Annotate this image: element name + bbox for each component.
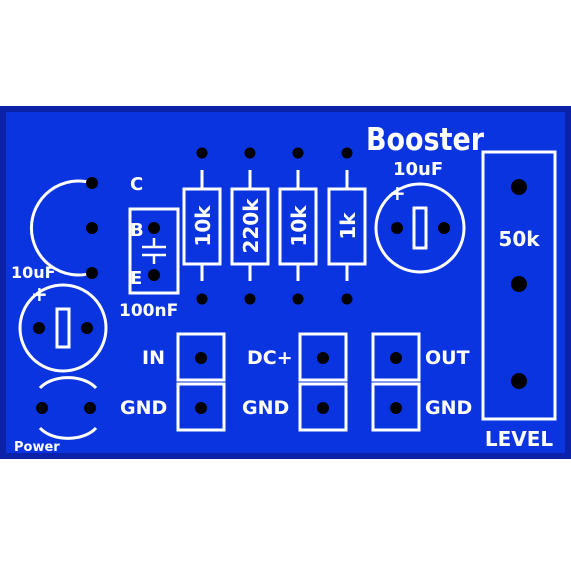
resistor-2-pad-top xyxy=(244,147,256,159)
resistor-3: 10k xyxy=(278,147,318,305)
electrolytic-top-outline xyxy=(374,182,466,274)
electrolytic-left-outline xyxy=(18,283,108,373)
resistor-4-body xyxy=(327,187,367,266)
resistor-4: 1k xyxy=(327,147,367,305)
power-connector-outline-top xyxy=(38,376,98,390)
board-copper xyxy=(6,112,565,453)
capacitor-100nf-pad-2 xyxy=(148,269,160,281)
output-header-pin1-box xyxy=(371,332,421,382)
transistor-pad-e xyxy=(86,267,98,279)
input-gnd-label: GND xyxy=(120,397,167,419)
power-header: DC+ GND xyxy=(242,332,348,432)
output-gnd-label: GND xyxy=(425,397,472,419)
resistor-3-body xyxy=(278,187,318,266)
transistor-pad-b xyxy=(86,222,98,234)
dc-pad xyxy=(317,352,329,364)
power-connector-outline-bottom xyxy=(38,426,98,440)
electrolytic-left-plus: + xyxy=(31,282,48,306)
power-label: Power xyxy=(14,440,60,455)
resistor-1-pad-bottom xyxy=(196,293,208,305)
output-header: OUT GND xyxy=(371,332,472,432)
resistor-2-body xyxy=(230,187,270,266)
output-pad xyxy=(390,352,402,364)
resistor-4-pad-bottom xyxy=(341,293,353,305)
resistor-1-body xyxy=(182,187,222,266)
power-header-pin1-box xyxy=(298,332,348,382)
potentiometer: 50k LEVEL xyxy=(481,150,557,451)
transistor: C B E xyxy=(30,174,144,289)
capacitor-100nf-pad-1 xyxy=(148,222,160,234)
electrolytic-left-pad-minus xyxy=(81,322,93,334)
resistor-1-label: 10k xyxy=(191,205,215,247)
resistor-2-pad-bottom xyxy=(244,293,256,305)
transistor-label-e: E xyxy=(130,268,142,289)
electrolytic-left-label: 10uF xyxy=(11,263,56,282)
electrolytic-top-pad-plus xyxy=(391,222,403,234)
resistor-2-label: 220k xyxy=(239,198,263,254)
capacitor-100nf-label: 100nF xyxy=(119,301,178,321)
output-gnd-pad xyxy=(390,402,402,414)
input-header-pin1-box xyxy=(176,332,226,382)
input-header-pin2-box xyxy=(176,382,226,432)
electrolytic-top-pad-minus xyxy=(438,222,450,234)
output-header-pin2-box xyxy=(371,382,421,432)
resistor-3-pad-top xyxy=(292,147,304,159)
resistor-1-pad-top xyxy=(196,147,208,159)
transistor-label-b: B xyxy=(130,220,144,241)
electrolytic-top-plus: + xyxy=(389,181,406,205)
transistor-outline xyxy=(30,179,93,277)
output-label: OUT xyxy=(425,347,470,369)
power-connector: Power xyxy=(14,376,98,455)
capacitor-100nf: 100nF xyxy=(119,207,180,321)
electrolytic-capacitor-left: + 10uF xyxy=(11,263,108,373)
input-header: IN GND xyxy=(120,332,226,432)
electrolytic-top-label: 10uF xyxy=(393,159,443,180)
dc-gnd-label: GND xyxy=(242,397,289,419)
electrolytic-left-marker xyxy=(55,307,71,349)
electrolytic-capacitor-top: + 10uF xyxy=(374,159,466,274)
resistor-2: 220k xyxy=(230,147,270,305)
potentiometer-label: LEVEL xyxy=(485,427,554,451)
potentiometer-outline xyxy=(481,150,557,421)
resistor-3-label: 10k xyxy=(287,205,311,247)
potentiometer-pad-1 xyxy=(511,179,527,195)
electrolytic-top-marker xyxy=(412,206,428,250)
transistor-label-c: C xyxy=(130,174,143,195)
resistor-4-label: 1k xyxy=(336,212,360,240)
potentiometer-pad-3 xyxy=(511,373,527,389)
transistor-pad-c xyxy=(86,177,98,189)
resistor-1: 10k xyxy=(182,147,222,305)
power-pad-2 xyxy=(84,402,96,414)
input-gnd-pad xyxy=(195,402,207,414)
power-pad-1 xyxy=(36,402,48,414)
input-label: IN xyxy=(142,347,165,369)
electrolytic-left-pad-plus xyxy=(33,322,45,334)
capacitor-100nf-outline xyxy=(128,207,180,295)
potentiometer-value: 50k xyxy=(498,227,540,251)
board-title: Booster xyxy=(366,122,485,158)
potentiometer-pad-2 xyxy=(511,276,527,292)
input-pad xyxy=(195,352,207,364)
resistor-4-pad-top xyxy=(341,147,353,159)
resistor-3-pad-bottom xyxy=(292,293,304,305)
dc-gnd-pad xyxy=(317,402,329,414)
power-header-pin2-box xyxy=(298,382,348,432)
dc-label: DC+ xyxy=(247,347,293,369)
